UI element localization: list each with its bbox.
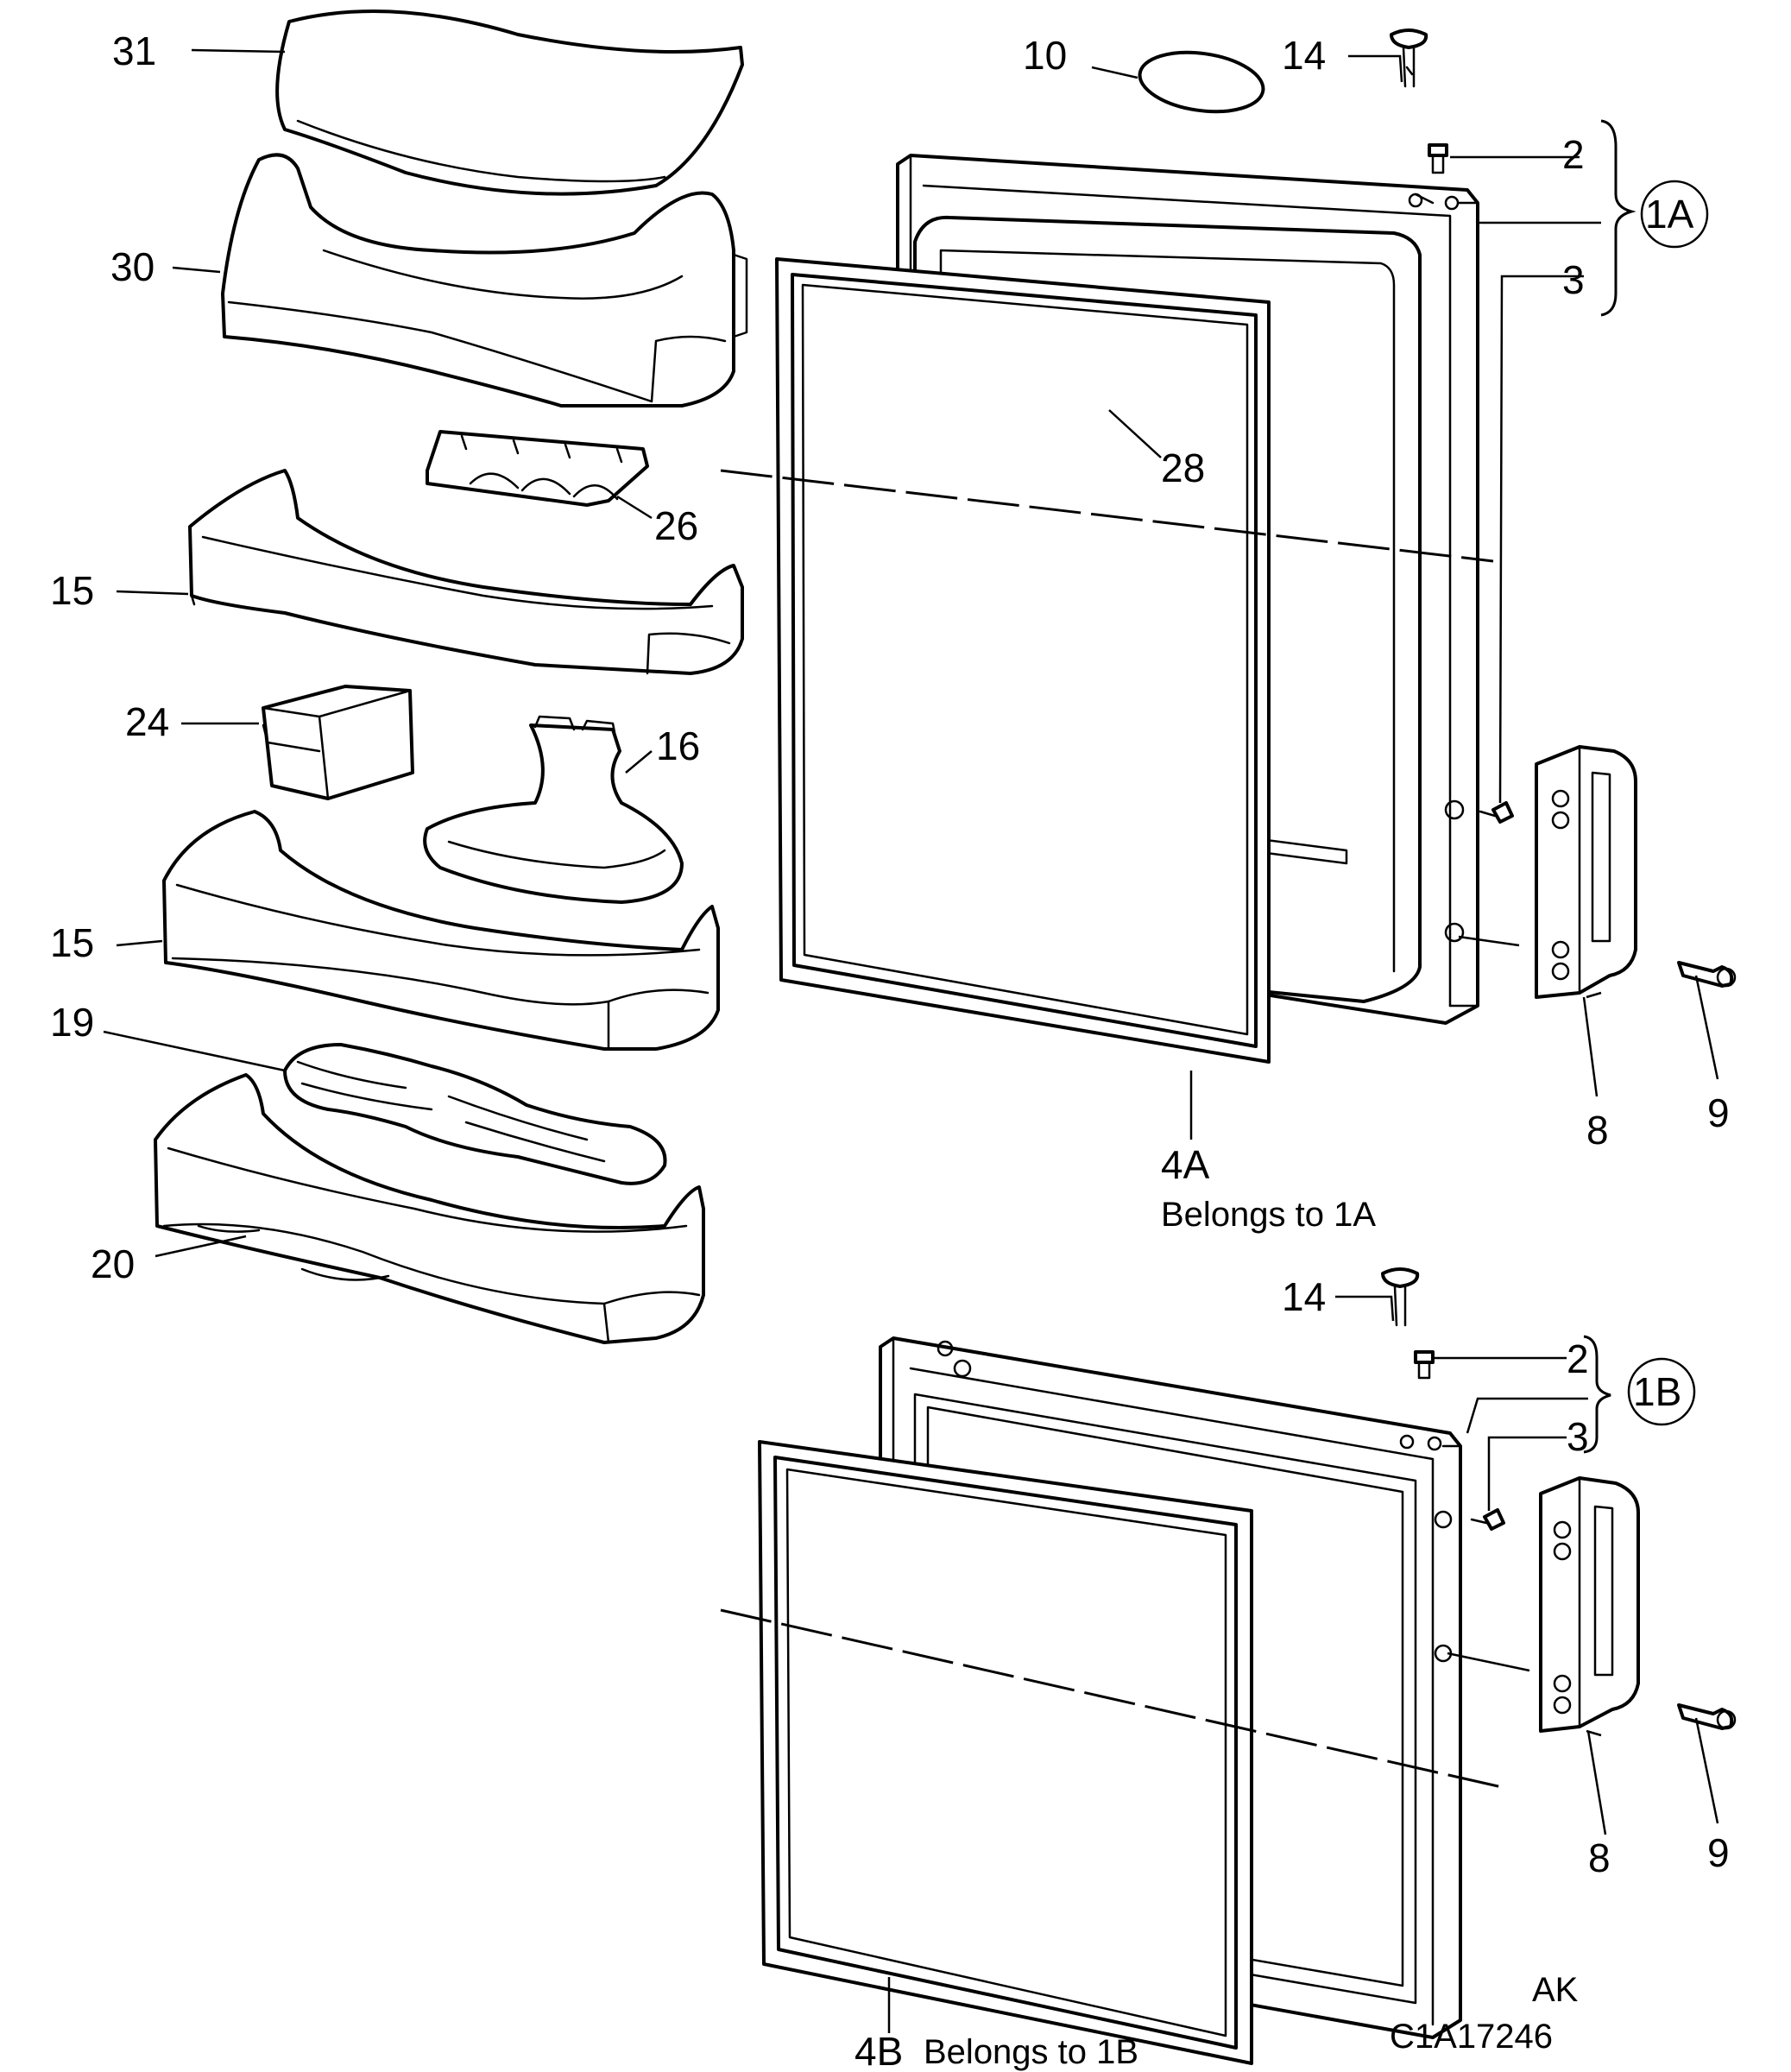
break-line-1B xyxy=(720,1608,1503,1789)
callout-3-lower: 3 xyxy=(1567,1414,1589,1459)
part-15-shelf-lower xyxy=(162,810,720,1051)
callout-14-upper: 14 xyxy=(1282,33,1326,78)
brace-1A xyxy=(1600,119,1636,317)
part-31-cover xyxy=(275,9,744,196)
part-19-tube xyxy=(283,1043,667,1185)
callout-16: 16 xyxy=(656,723,700,768)
callout-31: 31 xyxy=(112,28,156,73)
callout-14-lower: 14 xyxy=(1282,1274,1326,1319)
callout-20: 20 xyxy=(91,1241,135,1286)
note-belongs-1A: Belongs to 1A xyxy=(1161,1196,1376,1234)
part-26-rack xyxy=(426,430,649,507)
callout-1B: 1B xyxy=(1633,1369,1681,1414)
callout-3-upper: 3 xyxy=(1562,257,1585,302)
part-15-shelf-upper xyxy=(188,469,744,675)
note-drawing-code: C1A17246 xyxy=(1390,2018,1553,2056)
part-14-pin-lower xyxy=(1381,1267,1420,1327)
gasket-4A xyxy=(775,257,1271,1064)
part-2-screw-lower xyxy=(1414,1350,1435,1380)
part-24-box xyxy=(262,685,414,800)
part-8-handle-lower xyxy=(1539,1476,1640,1733)
gasket-4B xyxy=(758,1440,1253,2065)
callout-4A: 4A xyxy=(1161,1142,1210,1187)
break-line-1A xyxy=(720,469,1494,563)
callout-4B: 4B xyxy=(855,2029,903,2072)
callout-9-lower: 9 xyxy=(1707,1830,1730,1875)
callout-9-upper: 9 xyxy=(1707,1090,1730,1135)
callout-15-lower: 15 xyxy=(50,920,94,965)
part-3-screw-upper xyxy=(1479,801,1514,824)
part-9-screw-lower xyxy=(1677,1703,1737,1730)
callout-28: 28 xyxy=(1161,445,1205,490)
leader-lines xyxy=(103,48,1719,2033)
brace-1B xyxy=(1583,1335,1611,1454)
callout-8-lower: 8 xyxy=(1588,1835,1611,1880)
part-8-handle-upper xyxy=(1535,745,1637,999)
circle-1B xyxy=(1627,1357,1696,1426)
part-3-screw-lower xyxy=(1470,1508,1505,1531)
callout-30: 30 xyxy=(110,244,155,289)
callout-2-upper: 2 xyxy=(1562,132,1585,177)
part-2-screw-upper xyxy=(1428,143,1448,174)
part-9-screw-upper xyxy=(1677,961,1737,988)
part-14-pin-upper xyxy=(1390,28,1428,88)
callout-8-upper: 8 xyxy=(1586,1108,1609,1153)
callout-10: 10 xyxy=(1023,33,1067,78)
callout-1A: 1A xyxy=(1645,192,1694,237)
circle-1A xyxy=(1640,180,1709,249)
note-ak: AK xyxy=(1532,1971,1579,2009)
part-16-holder xyxy=(423,715,684,904)
callout-2-lower: 2 xyxy=(1567,1336,1589,1381)
callout-24: 24 xyxy=(125,699,169,744)
part-20-shelf-bottom xyxy=(154,1073,705,1344)
part-10-cap xyxy=(1138,50,1265,114)
callout-19: 19 xyxy=(50,1000,94,1045)
callout-26: 26 xyxy=(654,503,698,548)
callout-15-upper: 15 xyxy=(50,568,94,613)
note-belongs-1B: Belongs to 1B xyxy=(924,2033,1138,2071)
part-30-shelf xyxy=(221,153,748,407)
